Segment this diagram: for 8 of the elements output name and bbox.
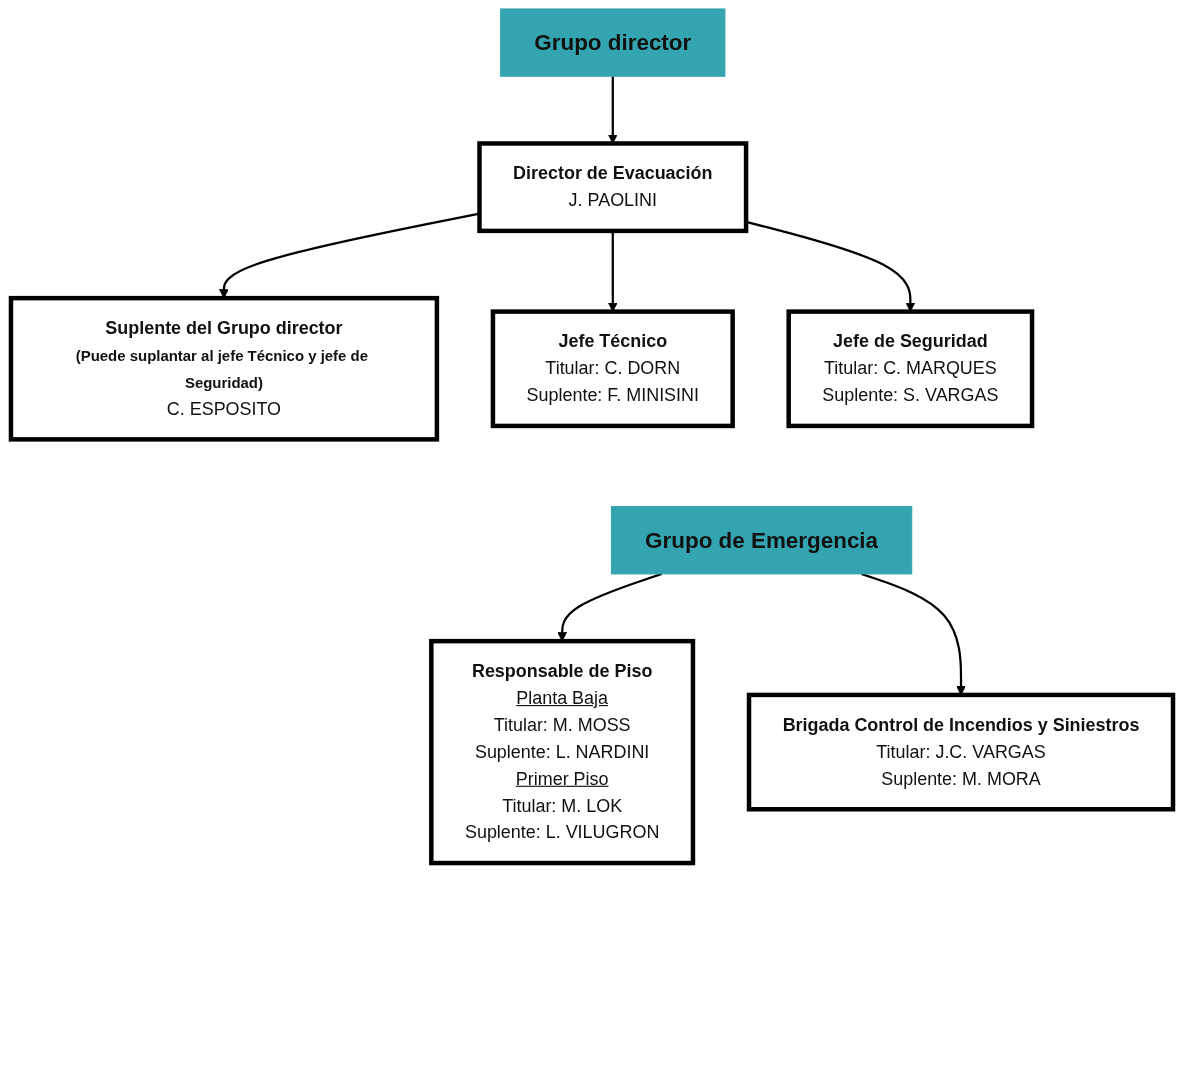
node-box: Grupo de Emergencia (610, 506, 913, 575)
node-box: Responsable de Piso Planta Baja Titular: M. MOSS Suplente: L. NARDINI Primer Piso Titular: M. LOK Suplente: L. VILUGRON (429, 638, 696, 866)
node-box: Jefe de Seguridad Titular: C. MARQUES Suplente: S. VARGAS (786, 309, 1035, 429)
node-box: Jefe Técnico Titular: C. DORN Suplente: F. MINISINI (490, 309, 735, 429)
node-box: Suplente del Grupo director (Puede suplantar al jefe Técnico y jefe de Seguridad) C. ESPOSITO (8, 295, 440, 442)
node-box: Brigada Control de Incendios y Siniestros Titular: J.C. VARGAS Suplente: M. MORA (746, 692, 1176, 812)
node-box: Grupo director (500, 8, 726, 77)
node-box: Director de Evacuación J. PAOLINI (477, 141, 749, 234)
